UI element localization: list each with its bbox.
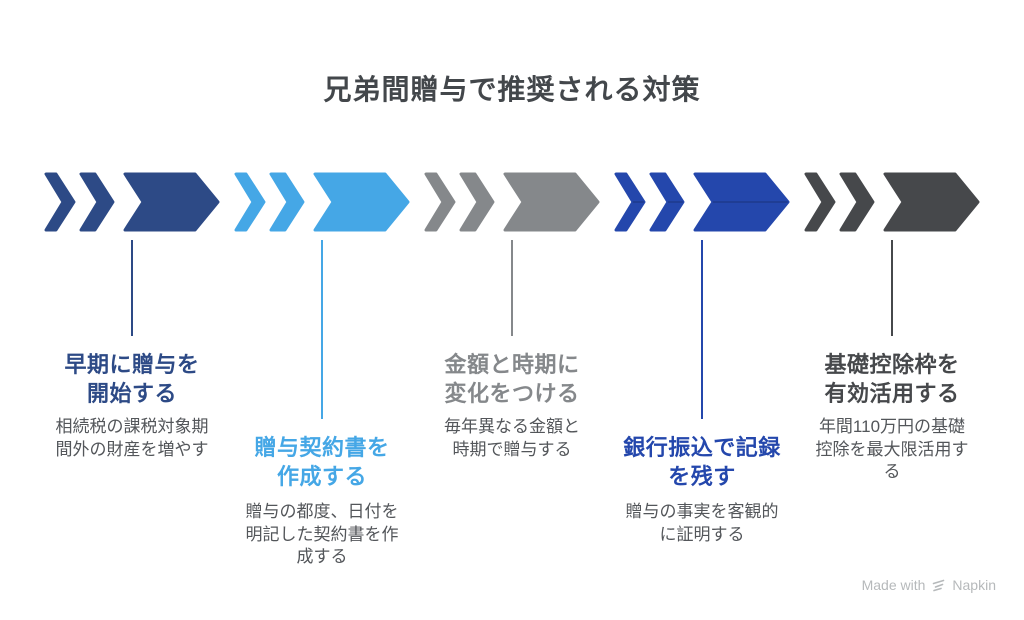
step-heading: 早期に贈与を 開始する [64, 352, 200, 407]
chevron-large [883, 172, 980, 232]
watermark-brand: Napkin [952, 577, 996, 593]
chevron-small [614, 172, 646, 232]
chevron-medium [459, 172, 495, 232]
chevron-large [313, 172, 410, 232]
chevron-small [804, 172, 836, 232]
step-heading: 基礎控除枠を 有効活用する [824, 352, 960, 407]
chevron-large [503, 172, 600, 232]
step-column-4: 銀行振込で記録 を残す 贈与の事実を客観的 に証明する [614, 0, 790, 620]
step-column-1: 早期に贈与を 開始する 相続税の課税対象期 間外の財産を増やす [44, 0, 220, 620]
chevron-arrows-icon [234, 172, 410, 232]
step-description: 相続税の課税対象期 間外の財産を増やす [55, 417, 209, 459]
chevron-large [123, 172, 220, 232]
diagram-title: 兄弟間贈与で推奨される対策 [323, 74, 701, 105]
chevron-medium [649, 172, 685, 232]
chevron-arrows-icon [44, 172, 220, 232]
step-description: 贈与の事実を客観的 に証明する [625, 502, 779, 544]
step-column-5: 基礎控除枠を 有効活用する 年間110万円の基礎 控除を最大限活用す る [804, 0, 980, 620]
chevron-arrows-icon [804, 172, 980, 232]
step-heading: 贈与契約書を 作成する [254, 435, 390, 490]
connector-line [701, 240, 703, 419]
chevron-small [44, 172, 76, 232]
step-description: 年間110万円の基礎 控除を最大限活用す る [815, 417, 969, 482]
connector-line [891, 240, 893, 336]
chevron-arrows-icon [614, 172, 790, 232]
watermark-text: Made with [861, 577, 926, 593]
chevron-small [424, 172, 456, 232]
step-column-2: 贈与契約書を 作成する 贈与の都度、日付を 明記した契約書を作 成する [234, 0, 410, 620]
step-description: 毎年異なる金額と 時期で贈与する [444, 417, 580, 459]
step-heading: 銀行振込で記録 を残す [623, 435, 781, 490]
napkin-logo-icon [933, 579, 945, 591]
step-column-3: 金額と時期に 変化をつける 毎年異なる金額と 時期で贈与する [424, 0, 600, 620]
chevron-arrows-icon [424, 172, 600, 232]
chevron-medium [79, 172, 115, 232]
made-with-napkin-watermark: Made with Napkin [862, 577, 996, 593]
chevron-medium [269, 172, 305, 232]
step-heading: 金額と時期に 変化をつける [444, 352, 580, 407]
chevron-medium [839, 172, 875, 232]
step-description: 贈与の都度、日付を 明記した契約書を作 成する [245, 502, 399, 567]
connector-line [321, 240, 323, 419]
connector-line [511, 240, 513, 336]
chevron-large [693, 172, 790, 232]
connector-line [131, 240, 133, 336]
chevron-small [234, 172, 266, 232]
